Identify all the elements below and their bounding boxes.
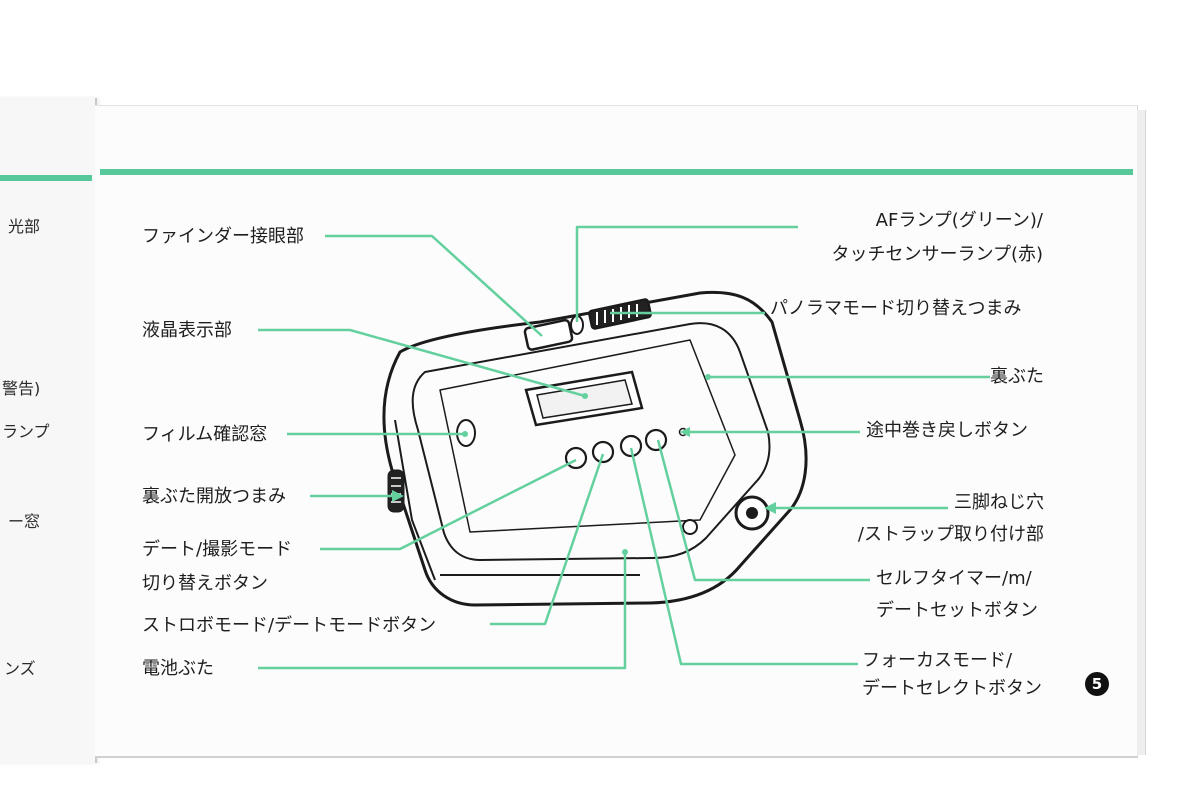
leader-strobo (490, 453, 605, 626)
label-tripod-line1: 三脚ねじ穴 (954, 492, 1044, 513)
page-number: 5 (1085, 672, 1109, 696)
arrowhead-tripod (764, 502, 776, 514)
label-film-window: フィルム確認窓 (142, 424, 268, 445)
leader-lcd (258, 328, 586, 398)
label-lcd: 液晶表示部 (142, 320, 232, 341)
label-battery: 電池ぶた (142, 658, 214, 679)
left-fragment-3: ランプ (2, 422, 50, 441)
label-selftimer-line2: デートセットボタン (876, 600, 1038, 621)
label-back-open: 裏ぶた開放つまみ (142, 486, 286, 507)
label-date-mode-line1: デート/撮影モード (142, 539, 293, 560)
leader-date-mode (320, 458, 577, 551)
left-fragment-4: ー窓 (8, 512, 41, 531)
camera-side-edge (394, 419, 436, 581)
label-back-cover: 裏ぶた (990, 366, 1044, 387)
button-date-mode (564, 446, 588, 470)
page-edge (1137, 110, 1146, 755)
left-fragment-5: ンズ (4, 659, 36, 678)
label-midroll: 途中巻き戻しボタン (866, 420, 1028, 441)
left-fragment-2: 警告) (2, 379, 41, 398)
left-fragment-1: 光部 (8, 217, 41, 236)
label-tripod-line2: /ストラップ取り付け部 (857, 524, 1044, 545)
header-rule-right (100, 169, 1133, 175)
arrowhead-back-open (392, 490, 404, 502)
header-rule-left (0, 175, 92, 181)
button-focus (619, 434, 643, 458)
label-focus-line1: フォーカスモード/ (862, 650, 1013, 671)
arrowhead-midroll (680, 427, 690, 437)
label-date-mode-line2: 切り替えボタン (142, 573, 268, 594)
label-selftimer-line1: セルフタイマー/m/ (876, 568, 1032, 589)
label-panorama: パノラマモード切り替えつまみ (770, 298, 1022, 319)
camera-inner-ridge (439, 339, 736, 533)
button-strobo (591, 440, 615, 464)
label-af-lamp-line2: タッチセンサーランプ(赤) (831, 244, 1043, 265)
right-page (95, 105, 1138, 758)
leader-selftimer (656, 439, 870, 582)
label-af-lamp-line1: AFランプ(グリーン)/ (875, 210, 1043, 231)
leader-battery (258, 552, 627, 670)
tripod-socket-inner (746, 507, 758, 519)
leader-finder (325, 234, 543, 337)
leader-focus (629, 447, 858, 666)
label-finder: ファインダー接眼部 (142, 226, 304, 247)
camera-back-panel (411, 322, 771, 561)
strap-lug (682, 519, 698, 535)
label-strobo: ストロボモード/デートモードボタン (142, 615, 437, 636)
leader-af (575, 225, 798, 322)
lcd-screen (536, 379, 633, 419)
button-selftimer (644, 428, 668, 452)
finder-block (523, 318, 574, 351)
back-open-latch (387, 469, 405, 513)
label-focus-line2: デートセレクトボタン (862, 678, 1042, 699)
